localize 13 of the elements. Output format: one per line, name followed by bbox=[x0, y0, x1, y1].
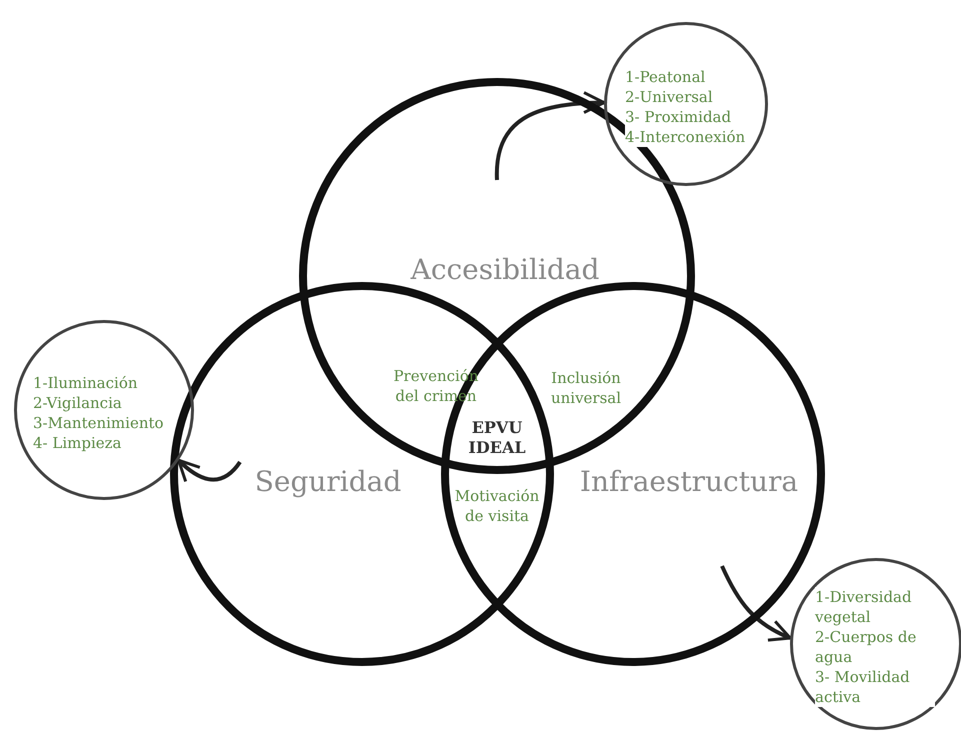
list-item: 4-Interconexión bbox=[625, 127, 746, 147]
circle-title: Infraestructura bbox=[580, 465, 798, 498]
overlap-label: Motivación de visita bbox=[454, 486, 540, 526]
curved-arrow bbox=[720, 565, 792, 641]
list-circle bbox=[790, 558, 961, 730]
center-label: EPVU IDEAL bbox=[467, 418, 527, 458]
circle-title: Accesibilidad bbox=[410, 253, 600, 286]
curved-arrow bbox=[177, 458, 242, 483]
list-circle bbox=[604, 22, 768, 186]
circle-title: Seguridad bbox=[254, 465, 402, 498]
list-circle bbox=[14, 320, 194, 500]
curved-arrow bbox=[495, 92, 606, 180]
overlap-label: Inclusión universal bbox=[550, 368, 622, 408]
